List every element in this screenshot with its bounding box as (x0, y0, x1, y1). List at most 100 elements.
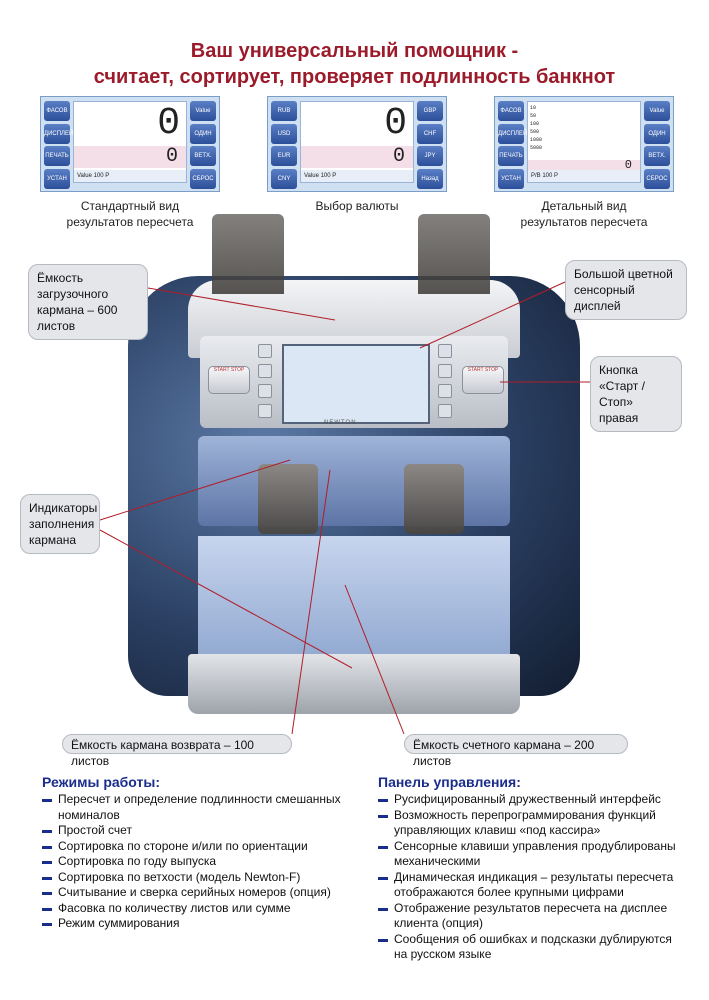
table-row: 5000 (530, 145, 543, 151)
panel-key (438, 384, 452, 398)
machine-display (282, 344, 430, 424)
panel-heading: Панель управления: (378, 774, 521, 790)
bullet-icon (378, 938, 388, 942)
pocket-indicator-right (404, 464, 464, 534)
screen-caption: Выбор валюты (262, 198, 452, 214)
page-title-line2: считает, сортирует, проверяет подлинност… (93, 66, 616, 88)
callout-reject-pocket: Ёмкость кармана возврата – 100 листов (62, 734, 292, 768)
bullet-icon (378, 876, 388, 880)
list-item-text: Считывание и сверка серийных номеров (оп… (58, 885, 331, 899)
screen-button: ВЕТХ. (190, 146, 216, 167)
bullet-icon (42, 845, 52, 849)
list-item-text: Простой счет (58, 823, 132, 837)
callout-start-button: Кнопка «Старт / Стоп» правая (590, 356, 682, 432)
list-item: Сообщения об ошибках и подсказки дублиру… (378, 932, 678, 963)
hopper-guide-left (212, 214, 284, 294)
currency-button: GBP (417, 101, 443, 121)
screen-caption-line: Детальный вид (541, 199, 627, 213)
list-item: Режим суммирования (42, 916, 342, 932)
currency-button: JPY (417, 146, 443, 167)
screen-display: 0 0 Value 100 Р (300, 101, 414, 183)
modes-list: Пересчет и определение подлинности смеша… (42, 792, 342, 932)
control-panel: START STOP START STOP (200, 336, 508, 428)
screen-button: УСТАН (44, 168, 70, 189)
bullet-icon (378, 799, 388, 802)
screen-button: СБРОС (644, 168, 670, 189)
list-item: Сортировка по году выпуска (42, 854, 342, 870)
screen-big-value: 0 (384, 102, 407, 145)
screen-button: ОДИН СМЕШ (644, 123, 670, 157)
list-item-text: Сортировка по ветхости (модель Newton-F) (58, 869, 301, 884)
screen-caption: Стандартный вид результатов пересчета (35, 198, 225, 230)
bullet-icon (378, 814, 388, 818)
table-row: 500 (530, 129, 540, 135)
stacker-tray (188, 654, 520, 714)
panel-key (258, 344, 272, 358)
callout-indicators: Индикаторы заполнения кармана (20, 494, 100, 554)
screen-footer: Р/В 100 Р (528, 170, 640, 182)
screen-button: ОДИН СМЕШ (190, 123, 216, 157)
screen-display: 10 50 100 500 1000 5000 0 Р/В 100 Р (527, 101, 641, 183)
screen-small-value: 0 (624, 158, 632, 172)
screen-button: СБРОС (190, 168, 216, 189)
bullet-icon (42, 799, 52, 802)
screen-button: ФАСОВ (498, 101, 524, 121)
panel-key (258, 364, 272, 378)
panel-key (438, 364, 452, 378)
denomination-table: 10 50 100 500 1000 5000 (530, 104, 638, 152)
panel-list: Русифицированный дружественный интерфейс… (378, 792, 678, 963)
screen-button: ДИСПЛЕЙ (44, 123, 73, 144)
list-item: Сортировка по стороне и/или по ориентаци… (42, 839, 342, 855)
screen-caption: Детальный вид результатов пересчета (489, 198, 679, 230)
screen-button: Value (644, 101, 670, 121)
panel-key (258, 404, 272, 418)
modes-heading: Режимы работы: (42, 774, 160, 790)
list-item-text: Фасовка по количеству листов или сумме (58, 900, 291, 915)
bullet-icon (42, 861, 52, 864)
list-item-text: Сортировка по году выпуска (58, 854, 217, 868)
list-item: Сортировка по ветхости (модель Newton-F) (42, 870, 342, 886)
stacker-pocket (198, 536, 510, 666)
screen-detailed-view: ФАСОВ ДИСПЛЕЙ ПЕЧАТЬ УСТАН 10 50 100 500… (494, 96, 674, 192)
table-row: 100 (530, 121, 540, 127)
screen-button: УСТАН (498, 168, 524, 189)
screen-small-value: 0 (392, 145, 405, 168)
list-item: Пересчет и определение подлинности смеша… (42, 792, 342, 823)
currency-button: RUB (271, 101, 297, 121)
list-item-text: Сенсорные клавиши управления продублиров… (394, 838, 676, 869)
screen-caption-line: Выбор валюты (315, 199, 399, 213)
screen-footer: Value 100 Р (74, 170, 186, 182)
screen-highlight-bar (74, 146, 186, 168)
screen-caption-line: результатов пересчета (520, 215, 648, 229)
bullet-icon (42, 907, 52, 911)
table-row: 10 (530, 105, 537, 111)
panel-key (258, 384, 272, 398)
bullet-icon (378, 907, 388, 911)
list-item: Возможность перепрограммирования функций… (378, 808, 678, 839)
list-item: Сенсорные клавиши управления продублиров… (378, 839, 678, 870)
screen-button: ПЕЧАТЬ (44, 146, 70, 167)
screen-button: Value (190, 101, 216, 121)
start-stop-button-left: START STOP (208, 366, 250, 394)
banknote-counter-image: START STOP START STOP NEWTON (128, 214, 580, 728)
screen-button: ПЕЧАТЬ (498, 146, 524, 167)
panel-key (438, 344, 452, 358)
list-item-text: Возможность перепрограммирования функций… (394, 807, 656, 838)
currency-button: EUR (271, 146, 297, 167)
callout-hopper: Ёмкость загрузочного кармана – 600 листо… (28, 264, 148, 340)
bullet-icon (42, 876, 52, 880)
list-item-text: Отображение результатов пересчета на дис… (394, 900, 668, 931)
panel-key (438, 404, 452, 418)
screen-currency-select: RUB USD EUR CNY 0 0 Value 100 Р GBP CHF … (267, 96, 447, 192)
list-item: Фасовка по количеству листов или сумме (42, 901, 342, 917)
bullet-icon (378, 845, 388, 849)
list-item: Русифицированный дружественный интерфейс (378, 792, 678, 808)
list-item: Считывание и сверка серийных номеров (оп… (42, 885, 342, 901)
currency-button: CHF (417, 123, 443, 144)
list-item-text: Сортировка по стороне и/или по ориентаци… (58, 838, 308, 853)
currency-button: USD (271, 123, 297, 144)
bullet-icon (42, 892, 52, 895)
screen-button: ДИСПЛЕЙ (498, 123, 527, 144)
page-title-line1: Ваш универсальный помощник - (190, 40, 519, 62)
list-item: Отображение результатов пересчета на дис… (378, 901, 678, 932)
